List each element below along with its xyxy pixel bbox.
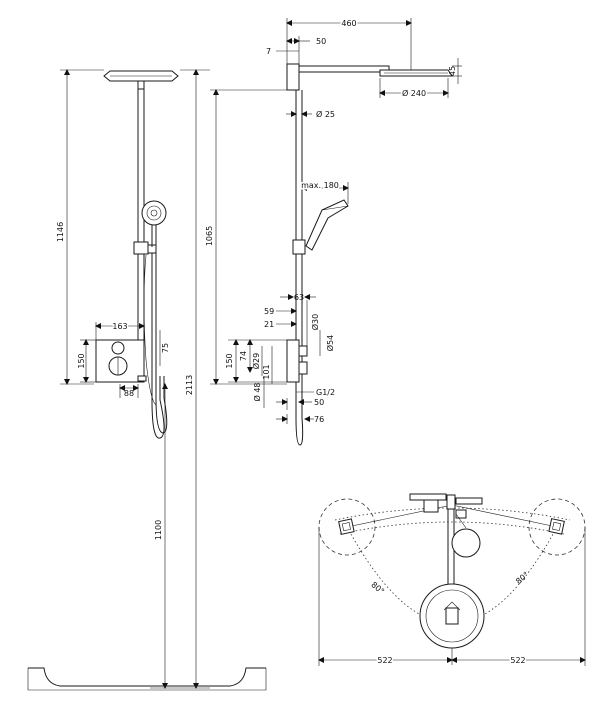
dim-label-25: Ø 25: [316, 109, 335, 119]
plan-view: 80° 80° 522 522: [318, 493, 586, 667]
dim-label-1146: 1146: [56, 222, 65, 242]
dim-63: 63: [280, 293, 316, 302]
dim-1100: 1100: [154, 383, 168, 689]
dim-label-74: 74: [239, 351, 248, 361]
dim-label-max-180: max. 180: [301, 181, 339, 190]
front-shower-head: [103, 70, 179, 90]
dim-dia48: Ø 48: [252, 376, 265, 408]
dim-21: 21: [264, 320, 297, 329]
dim-74: 74: [239, 339, 253, 373]
dim-label-50-bottom: 50: [314, 398, 324, 407]
dim-163: 163: [95, 321, 145, 340]
dim-50-bottom: 50: [276, 398, 324, 410]
dim-460: 460: [286, 18, 412, 70]
dim-59: 59: [264, 307, 297, 316]
dim-dia54: Ø54: [319, 330, 335, 356]
dim-label-dia30: Ø30: [310, 314, 320, 330]
dim-label-dia48: Ø 48: [252, 382, 262, 401]
dim-label-88: 88: [124, 389, 134, 398]
dim-label-150-side: 150: [225, 353, 234, 368]
dim-label-76: 76: [314, 415, 324, 424]
dim-label-50-top: 50: [316, 37, 326, 46]
dim-label-101: 101: [262, 364, 271, 379]
dim-label-45: 45: [448, 66, 457, 76]
dim-label-1100: 1100: [154, 520, 163, 540]
dim-label-1065: 1065: [205, 226, 214, 246]
dim-1146: 1146: [56, 69, 104, 385]
dim-75: 75: [159, 330, 170, 366]
side-shower-arm: [286, 63, 453, 91]
dim-max-180: max. 180: [300, 180, 349, 204]
dim-dia29: Ø29: [251, 346, 263, 376]
dim-label-21: 21: [264, 320, 274, 329]
dim-label-150-front: 150: [77, 353, 86, 368]
dim-88: 88: [119, 384, 139, 398]
dim-25: Ø 25: [286, 109, 335, 119]
dim-76: 76: [276, 414, 324, 424]
dim-150-front: 150: [77, 339, 96, 383]
dim-g12: G1/2: [296, 388, 335, 397]
dim-label-dia54: Ø54: [325, 335, 335, 351]
dim-label-460: 460: [341, 19, 356, 28]
dim-label-240: Ø 240: [402, 88, 426, 98]
side-view: 460 50 7 45 Ø 240: [205, 18, 462, 446]
dim-150-side: 150: [225, 339, 287, 383]
dim-101: 101: [262, 346, 273, 384]
dim-2113: 2113: [180, 69, 210, 689]
dim-label-63: 63: [294, 293, 304, 302]
front-view: 1146 150 163 75 88: [27, 69, 267, 691]
angle-label-left: 80°: [369, 580, 386, 596]
dim-label-g12: G1/2: [316, 388, 335, 397]
dim-dia30: Ø30: [306, 300, 320, 346]
dim-50-top: 50: [286, 36, 326, 64]
dim-label-59: 59: [264, 307, 274, 316]
dim-label-163: 163: [112, 322, 127, 331]
dim-7: 7: [266, 47, 299, 56]
dim-label-2113: 2113: [185, 375, 194, 395]
dim-1065: 1065: [205, 89, 287, 385]
dim-label-dia29: Ø29: [251, 353, 261, 369]
dim-label-522-left: 522: [377, 656, 392, 665]
front-riser-pipe: [133, 89, 157, 380]
front-thermostat-box: [95, 339, 147, 383]
side-valve: [286, 339, 308, 383]
dim-240: Ø 240: [379, 78, 449, 100]
floor-tray: [27, 667, 267, 691]
front-hand-shower: [141, 200, 167, 247]
dim-45: 45: [448, 58, 462, 84]
side-hand-shower: [305, 199, 349, 251]
dim-label-522-right: 522: [510, 656, 525, 665]
dim-label-7: 7: [266, 47, 271, 56]
dim-label-75: 75: [161, 343, 170, 353]
